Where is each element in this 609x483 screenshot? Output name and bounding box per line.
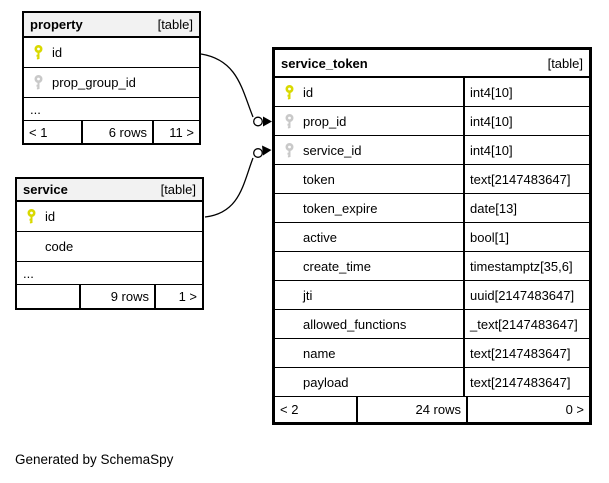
table-header[interactable]: service_token [table] [275, 50, 589, 78]
table-type-tag: [table] [157, 17, 193, 32]
column-row-service_id: service_id int4[10] [275, 136, 589, 165]
footer-paging-right: 11 > [152, 121, 199, 143]
fk-curve-property-to-service-token [200, 53, 272, 127]
column-type: int4[10] [463, 136, 589, 164]
column-name: id [45, 209, 56, 224]
column-type: text[2147483647] [463, 165, 589, 193]
foreign-key-icon [33, 75, 45, 90]
column-name: create_time [303, 258, 371, 274]
primary-key-icon [284, 84, 296, 100]
footer-paging-left [17, 285, 79, 308]
columns-ellipsis-row: ... [24, 98, 199, 121]
footer-paging-right: 1 > [154, 285, 202, 308]
table-header[interactable]: property [table] [24, 13, 199, 38]
table-property[interactable]: property [table] id prop_group_id... < 1 6 ro… [22, 11, 201, 145]
primary-key-icon [26, 209, 38, 224]
column-row-create_time: create_time timestamptz[35,6] [275, 252, 589, 281]
column-type: int4[10] [463, 78, 589, 106]
column-row-active: active bool[1] [275, 223, 589, 252]
column-name: token [303, 171, 335, 187]
schemaspy-credit: Generated by SchemaSpy [15, 452, 174, 467]
column-type: uuid[2147483647] [463, 281, 589, 309]
footer-row-count: 9 rows [79, 285, 154, 308]
column-row-code: code [17, 232, 202, 262]
column-type: bool[1] [463, 223, 589, 251]
column-type: timestamptz[35,6] [463, 252, 589, 280]
column-name: id [52, 45, 63, 60]
table-header[interactable]: service [table] [17, 179, 202, 202]
column-name: prop_group_id [52, 75, 136, 90]
table-name: property [30, 17, 83, 32]
footer-paging-left: < 1 [29, 124, 48, 140]
column-name: prop_id [303, 113, 347, 129]
footer-row-count: 6 rows [81, 121, 152, 143]
column-type: text[2147483647] [463, 368, 589, 396]
column-type: text[2147483647] [463, 339, 589, 367]
foreign-key-icon [284, 113, 296, 129]
column-row-id: id [17, 202, 202, 232]
foreign-key-icon [284, 142, 296, 158]
column-name: id [303, 84, 314, 100]
column-type: int4[10] [463, 107, 589, 135]
ellipsis-label: ... [30, 101, 41, 117]
column-row-token_expire: token_expire date[13] [275, 194, 589, 223]
column-row-prop_id: prop_id int4[10] [275, 107, 589, 136]
footer-row-count: 24 rows [356, 397, 466, 422]
column-name: service_id [303, 142, 362, 158]
column-row-id: id [24, 38, 199, 68]
columns-ellipsis-row: ... [17, 262, 202, 285]
column-name: allowed_functions [303, 316, 407, 332]
primary-key-icon [33, 45, 45, 60]
column-row-jti: jti uuid[2147483647] [275, 281, 589, 310]
footer-paging-left: < 2 [280, 402, 299, 417]
column-row-payload: payload text[2147483647] [275, 368, 589, 397]
column-name: code [45, 239, 74, 254]
column-name: name [303, 345, 336, 361]
column-type: date[13] [463, 194, 589, 222]
fk-curve-service-to-service-token [204, 145, 272, 218]
column-row-allowed_functions: allowed_functions _text[2147483647] [275, 310, 589, 339]
column-name: payload [303, 374, 349, 390]
ellipsis-label: ... [23, 265, 34, 281]
table-type-tag: [table] [160, 182, 196, 197]
column-row-prop_group_id: prop_group_id [24, 68, 199, 98]
table-type-tag: [table] [547, 55, 583, 71]
column-name: token_expire [303, 200, 378, 216]
table-name: service [23, 182, 68, 197]
table-name: service_token [281, 55, 368, 71]
footer-paging-right: 0 > [466, 397, 589, 422]
column-name: active [303, 229, 337, 245]
column-row-id: id int4[10] [275, 78, 589, 107]
column-name: jti [303, 287, 313, 303]
column-type: _text[2147483647] [463, 310, 589, 338]
column-row-token: token text[2147483647] [275, 165, 589, 194]
column-row-name: name text[2147483647] [275, 339, 589, 368]
